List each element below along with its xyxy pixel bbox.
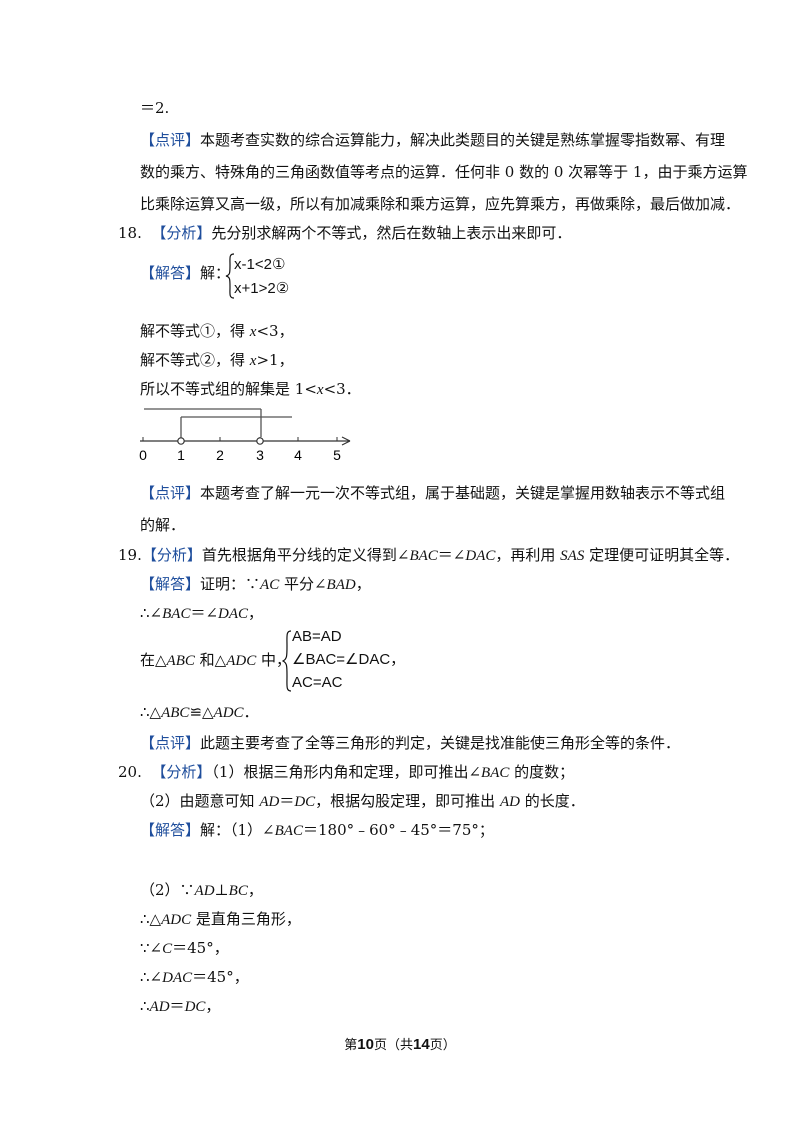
solve-conclusion: 所以不等式组的解集是 1<x<3．: [140, 380, 361, 398]
problem-20-analysis-2: （2）由题意可知 AD＝DC，根据勾股定理，即可推出 AD 的长度．: [140, 792, 585, 810]
problem-number: 18.: [118, 224, 142, 242]
eq-result-line: ＝2.: [140, 99, 170, 117]
problem-18-analysis: 18. 【分析】先分别求解两个不等式，然后在数轴上表示出来即可．: [118, 224, 572, 242]
solution-tag: 【解答】: [140, 264, 201, 282]
comment-18-line-2: 的解．: [140, 516, 186, 534]
comment-19: 【点评】此题主要考查了全等三角形的判定，关键是找准能使三角形全等的条件．: [140, 734, 681, 752]
comment-18-line-1: 【点评】本题考查了解一元一次不等式组，属于基础题，关键是掌握用数轴表示不等式组: [140, 484, 726, 502]
problem-20-analysis-1: 20. 【分析】（1）根据三角形内角和定理，即可推出∠BAC 的度数；: [118, 763, 575, 781]
tick-label-3: 3: [256, 447, 264, 463]
tick-label-2: 2: [216, 447, 224, 463]
comment-17-line-2: 数的乘方、特殊角的三角函数值等考点的运算．任何非 0 数的 0 次幂等于 1，由…: [140, 163, 748, 181]
page-number: 10: [357, 1036, 374, 1053]
comment-tag: 【点评】: [140, 734, 201, 752]
problem-20-step-6: ∴AD＝DC，: [140, 997, 221, 1015]
problem-20-step-5: ∴∠DAC＝45°，: [140, 968, 249, 986]
problem-20-solution-1: 【解答】解：（1）∠BAC＝180°﹣60°﹣45°＝75°；: [140, 821, 494, 839]
inequality-1: x-1<2①: [234, 256, 286, 273]
congruence-brace: [282, 630, 292, 692]
open-circle-1: [177, 437, 185, 445]
problem-19-step-2: ∴∠BAC＝∠DAC，: [140, 604, 264, 622]
problem-19-step-3: 在△ABC 和△ADC 中，: [140, 651, 291, 669]
problem-20-solution-2: （2）∵AD⊥BC，: [140, 881, 263, 899]
problem-number: 20.: [118, 763, 142, 781]
solve-step-2: 解不等式②，得 x>1，: [140, 351, 294, 369]
solve-step-1: 解不等式①，得 x<3，: [140, 322, 294, 340]
system-brace: [225, 253, 235, 299]
comment-17-line-3: 比乘除运算又高一级，所以有加减乘除和乘方运算，应先算乘方，再做乘除，最后做加减．: [140, 195, 741, 213]
analysis-tag: 【分析】: [151, 763, 212, 781]
tick-label-0: 0: [139, 447, 147, 463]
problem-18-solution-label: 【解答】解：: [140, 264, 231, 282]
comment-tag: 【点评】: [140, 131, 201, 149]
problem-number: 19.: [118, 546, 142, 564]
tick-label-1: 1: [177, 447, 185, 463]
problem-19-proof-start: 【解答】证明：∵AC 平分∠BAD，: [140, 575, 371, 593]
problem-19-analysis: 19.【分析】首先根据角平分线的定义得到∠BAC＝∠DAC，再利用 SAS 定理…: [118, 546, 740, 564]
analysis-tag: 【分析】: [151, 224, 212, 242]
open-circle-3: [256, 437, 264, 445]
tick-label-4: 4: [294, 447, 302, 463]
problem-20-step-3: ∴△ADC 是直角三角形，: [140, 910, 301, 928]
condition-3: AC=AC: [292, 674, 343, 691]
comment-tag: 【点评】: [140, 484, 201, 502]
analysis-tag: 【分析】: [141, 546, 202, 564]
condition-2: ∠BAC=∠DAC，: [292, 651, 406, 668]
number-line-figure: 0 1 2 3 4 5: [139, 408, 351, 463]
solution-tag: 【解答】: [140, 575, 201, 593]
comment-17-line-1: 【点评】本题考查实数的综合运算能力，解决此类题目的关键是熟练掌握零指数幂、有理: [140, 131, 726, 149]
problem-19-conclusion: ∴△ABC≌△ADC．: [140, 703, 259, 721]
page-footer: 第10页（共14页）: [344, 1036, 456, 1053]
problem-20-step-4: ∵∠C＝45°，: [140, 939, 229, 957]
inequality-2: x+1>2②: [234, 280, 290, 297]
condition-1: AB=AD: [292, 628, 342, 645]
page-total: 14: [413, 1036, 430, 1053]
axis-arrow-icon: [341, 436, 351, 446]
tick-label-5: 5: [333, 447, 341, 463]
solution-tag: 【解答】: [140, 821, 201, 839]
